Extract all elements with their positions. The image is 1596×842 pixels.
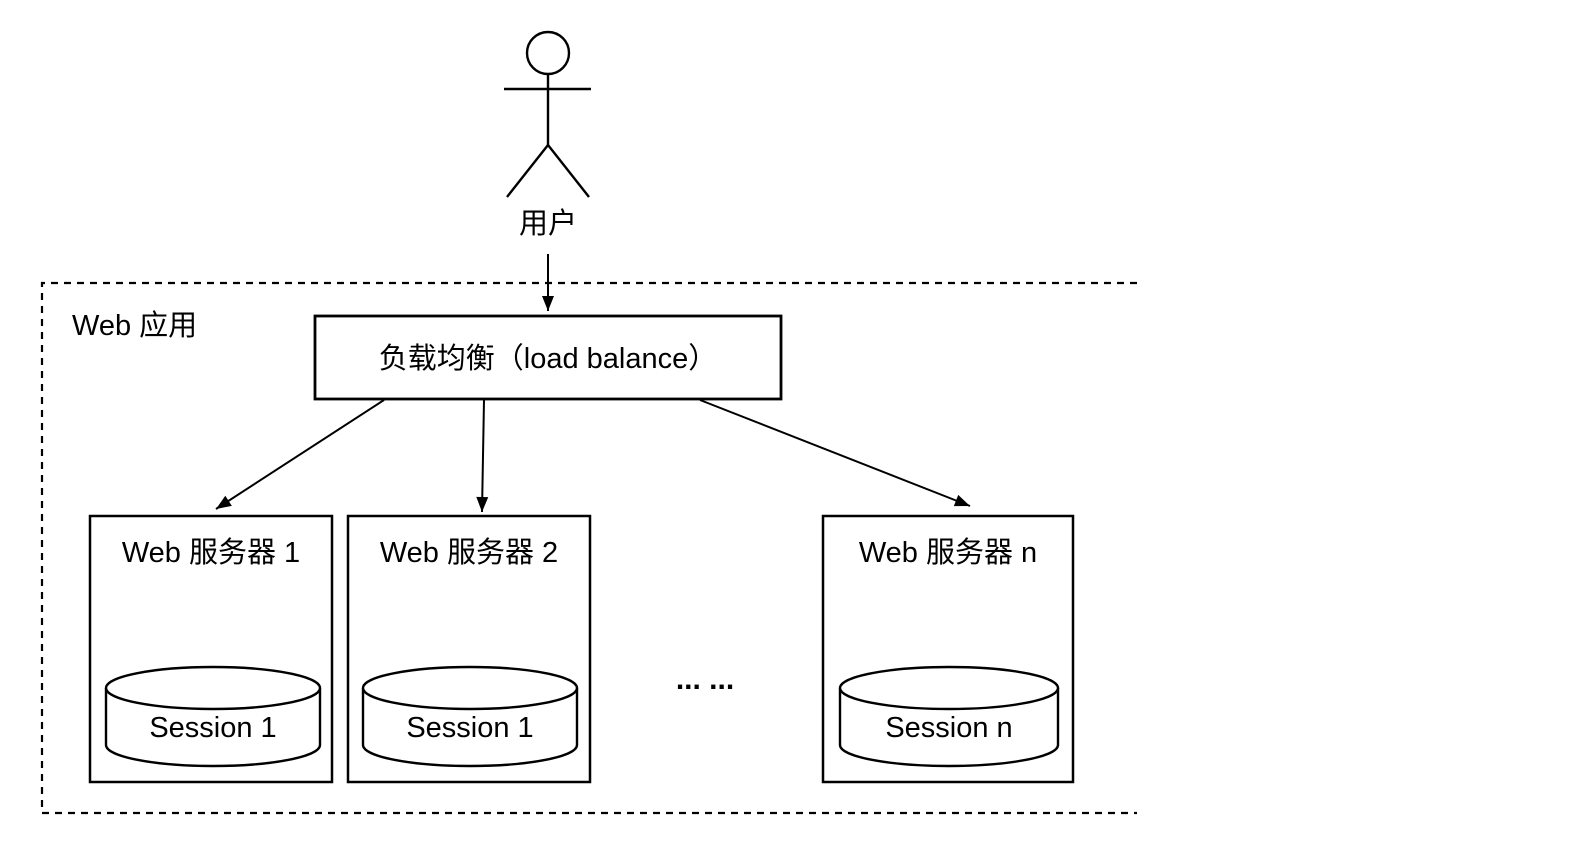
load-balancer-label: 负载均衡（load balance） — [379, 342, 717, 375]
arrow-lb-to-server-n — [699, 399, 971, 507]
server-1-cylinder-body — [104, 688, 322, 768]
user-left-leg-line — [506, 144, 549, 198]
load-balancer-box — [313, 314, 783, 401]
web-app-label: Web 应用 — [72, 309, 197, 342]
load-balancer: 负载均衡（load balance） — [313, 314, 783, 401]
server-1-label: Web 服务器 1 — [122, 536, 300, 569]
server-n-label: Web 服务器 n — [859, 536, 1037, 569]
server-2-cylinder-top — [361, 665, 579, 711]
server-2-session-label: Session 1 — [406, 712, 533, 744]
user-head-icon — [525, 30, 571, 76]
arrow-lb-to-server-1 — [215, 399, 385, 510]
server-1-session-db-icon: Session 1 — [104, 665, 322, 768]
arrow-lb-to-server-2 — [476, 399, 489, 513]
server-1-cylinder-top — [104, 665, 322, 711]
server-n-session-db-icon: Session n — [838, 665, 1060, 768]
server-node-n: Web 服务器 n Session n — [821, 514, 1075, 784]
server-n-cylinder-body — [838, 688, 1060, 768]
server-2-cylinder-body — [361, 688, 579, 768]
user-right-leg-line — [547, 144, 590, 198]
server-n-cylinder-top — [838, 665, 1060, 711]
server-2-label: Web 服务器 2 — [380, 536, 558, 569]
user-label: 用户 — [519, 207, 577, 240]
user-actor: 用户 — [504, 30, 591, 240]
servers-ellipsis: ... ... — [676, 663, 734, 696]
web-app-dashed-border — [40, 281, 1137, 815]
server-node-1: Web 服务器 1 Session 1 — [88, 514, 334, 784]
web-app-container: Web 应用 — [40, 281, 1137, 815]
server-1-session-label: Session 1 — [149, 712, 276, 744]
server-2-session-db-icon: Session 1 — [361, 665, 579, 768]
server-n-session-label: Session n — [885, 712, 1012, 744]
server-node-2: Web 服务器 2 Session 1 — [346, 514, 592, 784]
